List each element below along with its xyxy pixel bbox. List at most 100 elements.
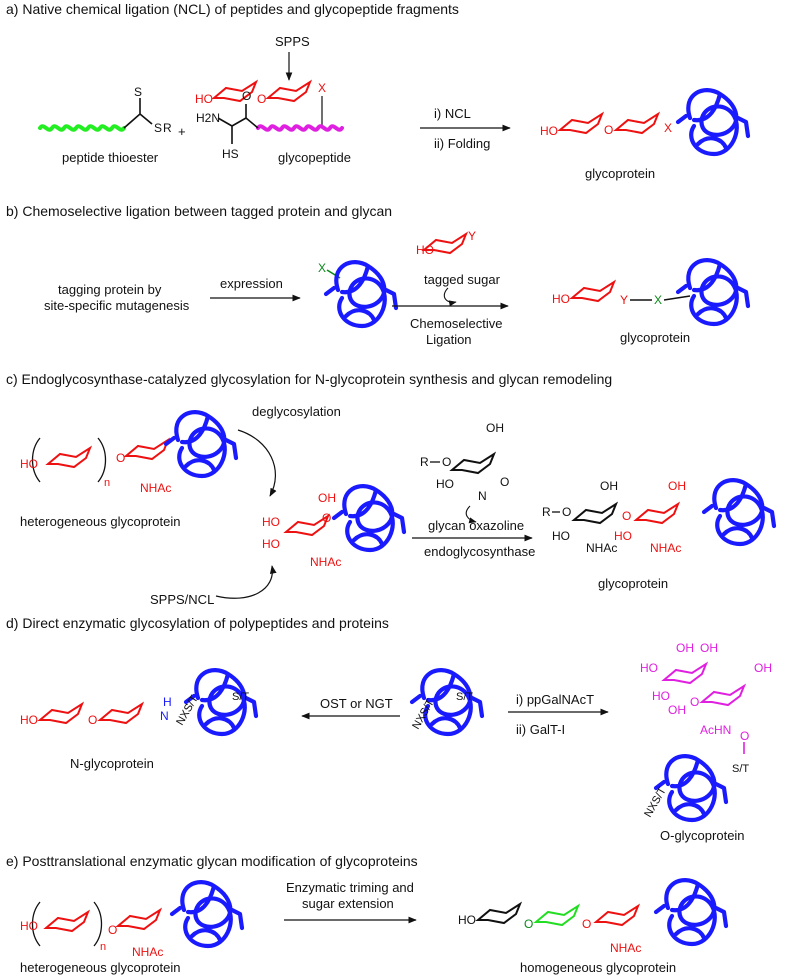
section-c-title: c) Endoglycosynthase-catalyzed glycosyla… <box>6 371 612 387</box>
section-c: c) Endoglycosynthase-catalyzed glycosyla… <box>6 371 774 607</box>
sugar-ring-icon <box>477 903 521 924</box>
svg-text:HO: HO <box>640 661 658 675</box>
section-b: b) Chemoselective ligation between tagge… <box>6 203 748 347</box>
enzymatic-step-line1: Enzymatic triming and <box>286 880 414 895</box>
section-e-title: e) Posttranslational enzymatic glycan mo… <box>6 853 418 869</box>
svg-text:OH: OH <box>318 491 336 505</box>
sugar-ring-icon <box>701 685 745 706</box>
section-d: d) Direct enzymatic glycosylation of pol… <box>6 615 772 843</box>
section-d-title: d) Direct enzymatic glycosylation of pol… <box>6 615 389 631</box>
svg-text:Y: Y <box>468 229 476 243</box>
svg-text:O: O <box>524 917 533 931</box>
svg-text:O: O <box>257 92 266 106</box>
svg-text:S: S <box>134 85 142 99</box>
svg-text:HO: HO <box>552 292 570 306</box>
st-site-label: S/T <box>732 763 749 775</box>
svg-text:X: X <box>318 81 326 95</box>
sugar-ring-icon <box>267 81 311 102</box>
n-glycoprotein-label: N-glycoprotein <box>70 756 154 771</box>
enzymatic-step-line2: sugar extension <box>302 896 394 911</box>
svg-text:HO: HO <box>20 713 38 727</box>
svg-text:NHAc: NHAc <box>132 945 163 959</box>
svg-text:HO: HO <box>552 529 570 543</box>
glycoprotein-label-a: glycoprotein <box>585 166 655 181</box>
peptide-thioester-structure: S S R peptide thioester <box>38 85 172 165</box>
galt-label: ii) GalT-I <box>516 722 565 737</box>
st-site-label: S/T <box>232 691 249 703</box>
svg-text:X: X <box>664 121 672 135</box>
svg-text:NHAc: NHAc <box>650 541 681 555</box>
svg-text:OH: OH <box>700 641 718 655</box>
svg-text:O: O <box>604 123 613 137</box>
tagging-label-line2: site-specific mutagenesis <box>44 298 190 313</box>
glycoprotein-label-c: glycoprotein <box>598 576 668 591</box>
spps-label: SPPS <box>275 34 310 49</box>
section-a: a) Native chemical ligation (NCL) of pep… <box>6 1 748 181</box>
endoglycosynthase-label: endoglycosynthase <box>424 544 535 559</box>
svg-text:HO: HO <box>458 913 476 927</box>
svg-text:O: O <box>442 455 451 469</box>
svg-text:OH: OH <box>676 641 694 655</box>
peptide-thioester-label: peptide thioester <box>62 150 159 165</box>
glycoprotein-label-b: glycoprotein <box>620 330 690 345</box>
nxst-sequon-label: NXS/T <box>642 785 669 819</box>
sugar-ring-icon <box>117 909 161 930</box>
protein-fold-icon <box>656 756 726 820</box>
svg-text:OH: OH <box>754 661 772 675</box>
svg-text:O: O <box>582 917 591 931</box>
folding-step-label: ii) Folding <box>434 136 490 151</box>
ligation-label-line2: Ligation <box>426 332 472 347</box>
svg-text:Y: Y <box>620 293 628 307</box>
svg-text:OH: OH <box>668 479 686 493</box>
sugar-ring-icon <box>571 281 615 302</box>
svg-text:O: O <box>500 475 509 489</box>
section-e: e) Posttranslational enzymatic glycan mo… <box>6 853 726 975</box>
plus-sign: + <box>178 124 186 139</box>
protein-fold-icon <box>678 90 748 154</box>
peptide-chain-icon <box>38 124 126 132</box>
svg-text:HO: HO <box>416 243 434 257</box>
svg-text:HO: HO <box>195 92 213 106</box>
svg-text:NHAc: NHAc <box>586 541 617 555</box>
svg-text:HO: HO <box>540 124 558 138</box>
svg-text:OH: OH <box>486 421 504 435</box>
protein-fold-icon <box>172 882 242 946</box>
sugar-ring-icon <box>573 503 617 524</box>
heterogeneous-glycoprotein-label-c: heterogeneous glycoprotein <box>20 514 180 529</box>
protein-fold-icon <box>678 260 748 324</box>
svg-text:N: N <box>478 489 487 503</box>
svg-text:O: O <box>116 451 125 465</box>
ppgalnact-label: i) ppGalNAcT <box>516 692 594 707</box>
sugar-ring-icon <box>615 113 659 134</box>
svg-text:O: O <box>690 695 699 709</box>
svg-text:O: O <box>322 511 331 525</box>
glycopeptide-label: glycopeptide <box>278 150 351 165</box>
tagged-sugar-label: tagged sugar <box>424 272 501 287</box>
svg-text:R: R <box>420 455 429 469</box>
o-glycoprotein-label: O-glycoprotein <box>660 828 745 843</box>
sugar-ring-icon <box>595 905 639 926</box>
sugar-ring-icon <box>535 905 579 926</box>
sugar-ring-icon <box>45 911 89 932</box>
glycan-oxazoline-label: glycan oxazoline <box>428 518 524 533</box>
svg-text:NHAc: NHAc <box>140 481 171 495</box>
glycopeptide-structure: SPPS HO O X O H2N HS glycopeptide <box>195 34 351 165</box>
protein-fold-icon <box>334 486 404 550</box>
svg-text:O: O <box>88 713 97 727</box>
svg-text:H2N: H2N <box>196 111 220 125</box>
sugar-ring-icon <box>635 503 679 524</box>
svg-text:R: R <box>542 505 551 519</box>
section-a-title: a) Native chemical ligation (NCL) of pep… <box>6 1 459 17</box>
sugar-ring-icon <box>99 703 143 724</box>
sugar-ring-icon <box>451 453 495 474</box>
svg-text:HO: HO <box>436 477 454 491</box>
svg-text:AcHN: AcHN <box>700 723 731 737</box>
svg-text:NHAc: NHAc <box>310 555 341 569</box>
sugar-ring-icon <box>663 663 707 684</box>
ost-ngt-label: OST or NGT <box>320 696 393 711</box>
svg-text:H: H <box>163 695 172 709</box>
svg-text:OH: OH <box>668 703 686 717</box>
ligation-label-line1: Chemoselective <box>410 316 503 331</box>
deglycosylation-label: deglycosylation <box>252 404 341 419</box>
